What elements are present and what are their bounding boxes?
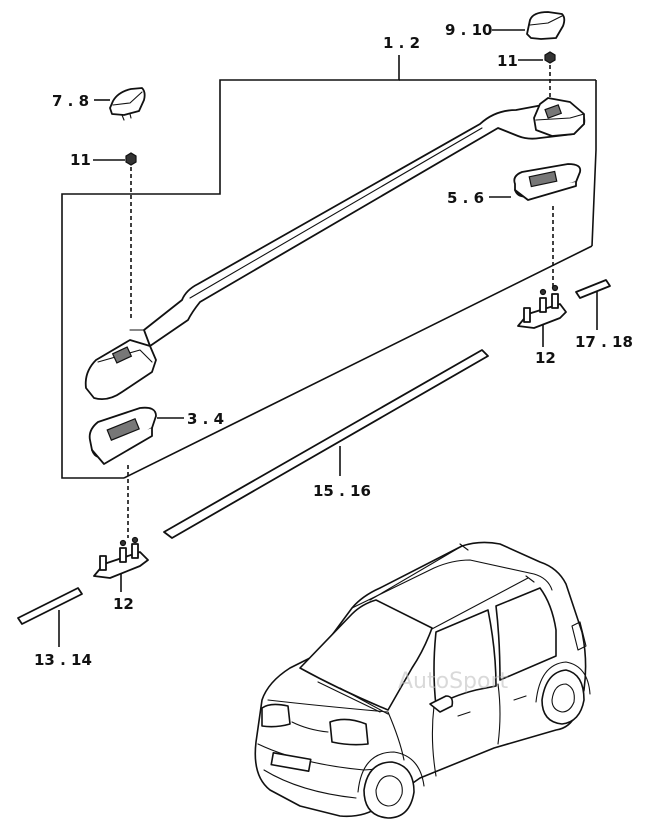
leader-lines xyxy=(58,29,598,647)
label-12-right: 12 xyxy=(535,349,556,367)
molding-strip-right xyxy=(575,279,611,299)
label-9-10: 9 . 10 xyxy=(445,21,492,39)
mount-bracket-right xyxy=(517,284,567,329)
front-end-cap xyxy=(109,87,146,121)
watermark: AutoSport xyxy=(398,669,509,694)
roof-rail xyxy=(84,97,586,401)
nut-top xyxy=(544,51,556,64)
rear-pad xyxy=(513,163,582,201)
label-11-top: 11 xyxy=(497,52,518,70)
roof-molding-strip xyxy=(163,349,489,539)
nut-left xyxy=(125,152,137,166)
car-illustration xyxy=(254,541,591,819)
label-11-left: 11 xyxy=(70,151,91,169)
mount-bracket-left xyxy=(93,536,149,579)
front-pad xyxy=(88,406,157,465)
label-3-4: 3 . 4 xyxy=(187,410,224,428)
label-12-left: 12 xyxy=(113,595,134,613)
label-5-6: 5 . 6 xyxy=(447,189,484,207)
rear-end-cap xyxy=(526,11,566,40)
label-17-18: 17 . 18 xyxy=(575,333,633,351)
label-7-8: 7 . 8 xyxy=(52,92,89,110)
label-1-2: 1 . 2 xyxy=(383,34,420,52)
label-13-14: 13 . 14 xyxy=(34,651,92,669)
molding-strip-left xyxy=(17,587,83,625)
label-15-16: 15 . 16 xyxy=(313,482,371,500)
